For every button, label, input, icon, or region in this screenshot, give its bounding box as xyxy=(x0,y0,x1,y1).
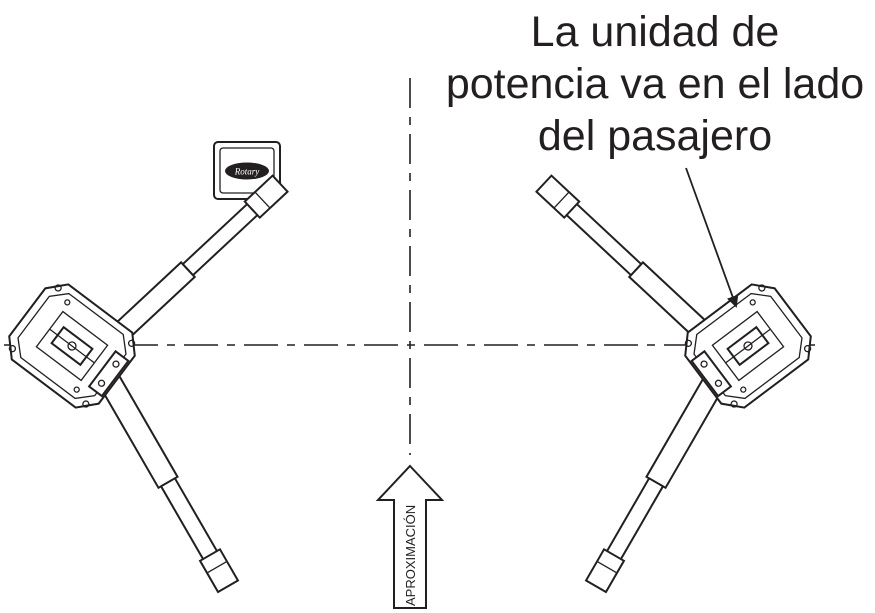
right-lower-arm xyxy=(584,361,733,594)
left-column-base xyxy=(8,283,136,409)
callout-line-2: potencia va en el lado xyxy=(445,60,865,108)
callout-line-3: del pasajero xyxy=(537,112,773,160)
left-lower-arm xyxy=(91,361,240,594)
callout-leader-arrow xyxy=(685,167,739,308)
logo-text: Rotary xyxy=(234,167,260,177)
callout-line-1: La unidad de xyxy=(530,8,780,56)
power-unit-callout: La unidad de potencia va en el lado del … xyxy=(440,6,870,162)
left-column-assembly xyxy=(8,174,289,594)
right-column-base xyxy=(684,283,812,409)
approach-arrow: APROXIMACIÓN xyxy=(375,464,445,609)
right-column-assembly xyxy=(535,174,812,594)
rotary-logo-icon xyxy=(225,162,269,180)
approach-label: APROXIMACIÓN xyxy=(403,505,418,606)
